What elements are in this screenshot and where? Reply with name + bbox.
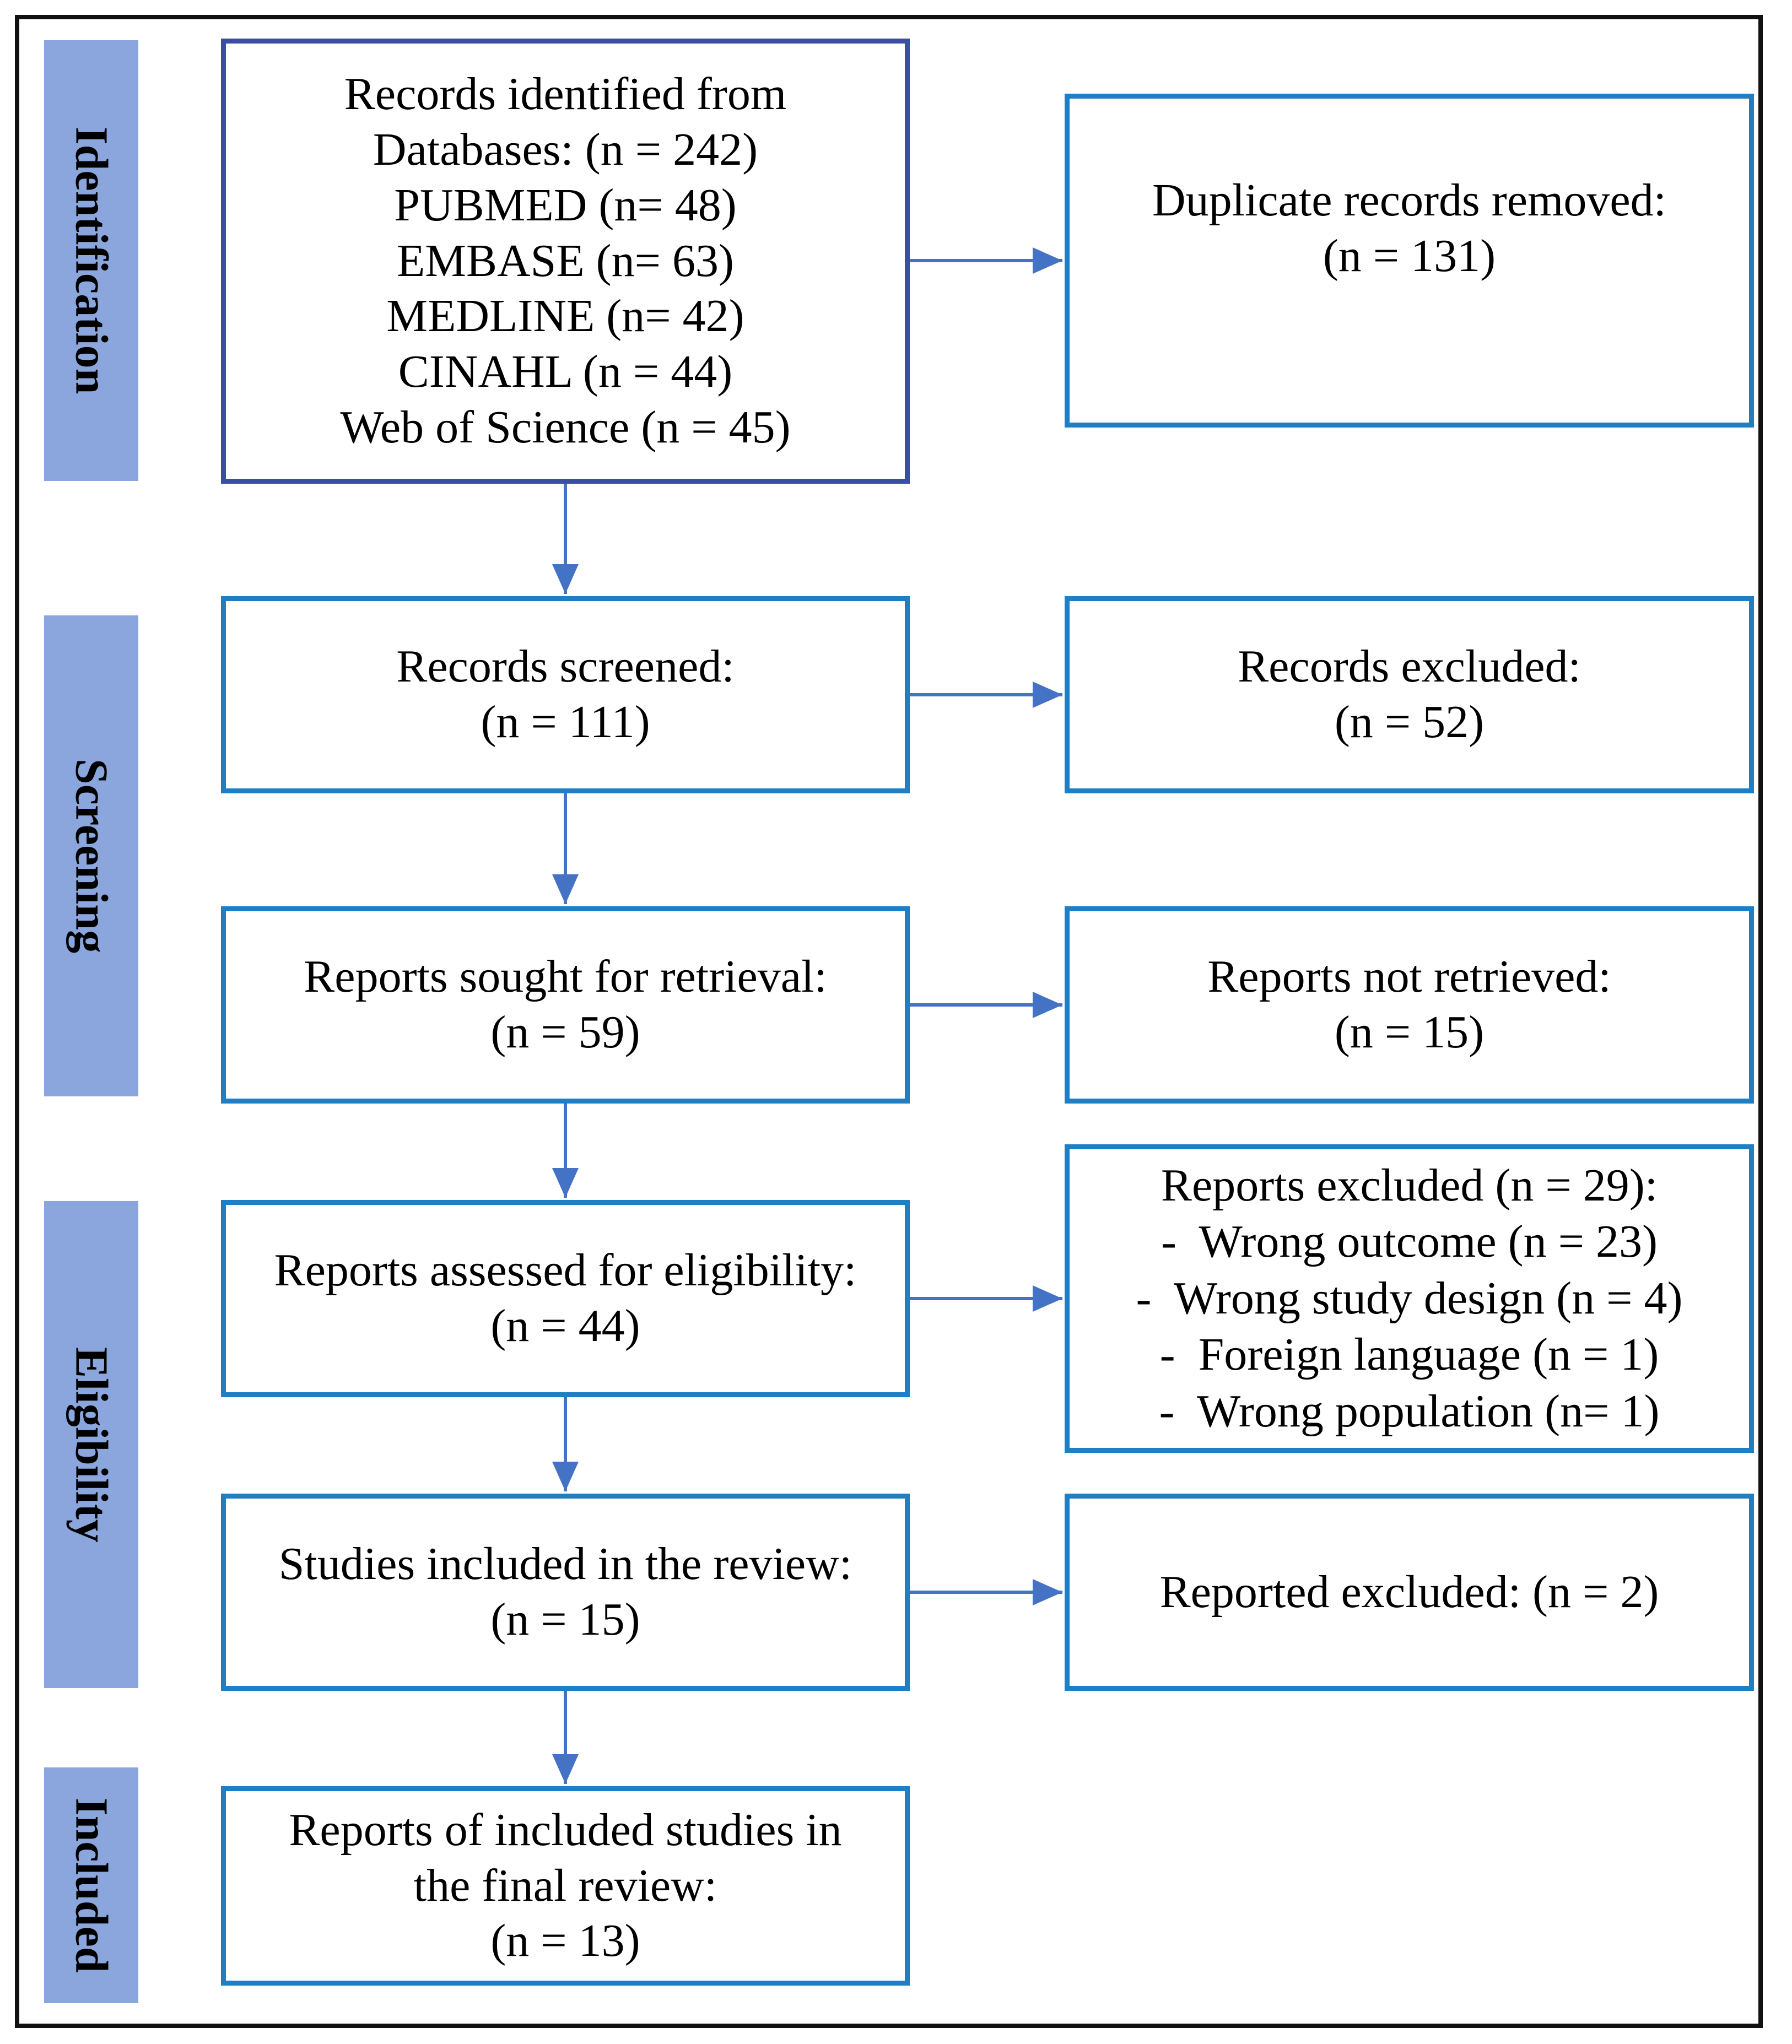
- reports-excluded-reason-2: - Wrong study design (n = 4): [1136, 1272, 1683, 1324]
- studies-included-box: Studies included in the review: (n = 15): [221, 1494, 910, 1691]
- records-identified-line-5: MEDLINE (n= 42): [386, 290, 744, 342]
- reported-excluded-label: Reported excluded: (n = 2): [1159, 1566, 1659, 1618]
- final-reports-line-2: the final review:: [413, 1859, 717, 1911]
- records-identified-line-6: CINAHL (n = 44): [398, 346, 733, 398]
- stage-included-label: Included: [66, 1798, 117, 1973]
- studies-included-label: Studies included in the review:: [278, 1538, 852, 1590]
- reports-excluded-heading: Reports excluded (n = 29):: [1161, 1159, 1658, 1211]
- records-excluded-count: (n = 52): [1334, 696, 1485, 748]
- stage-eligibility: Eligibility: [44, 1201, 138, 1688]
- records-identified-line-4: EMBASE (n= 63): [396, 235, 735, 286]
- reports-assessed-box: Reports assessed for eligibility: (n = 4…: [221, 1200, 910, 1397]
- studies-included-count: (n = 15): [490, 1594, 640, 1645]
- stage-identification-label: Identification: [66, 127, 117, 394]
- reports-excluded-reason-4: - Wrong population (n= 1): [1159, 1385, 1660, 1437]
- reports-assessed-count: (n = 44): [490, 1300, 640, 1351]
- records-identified-line-1: Records identified from: [344, 68, 787, 120]
- duplicates-removed-label: Duplicate records removed:: [1152, 175, 1666, 226]
- reports-sought-label: Reports sought for retrieval:: [304, 951, 827, 1003]
- duplicates-removed-count: (n = 131): [1323, 230, 1496, 282]
- final-reports-box: Reports of included studies in the final…: [221, 1786, 910, 1986]
- records-identified-box: Records identified from Databases: (n = …: [221, 39, 910, 484]
- stage-included: Included: [44, 1767, 138, 2003]
- reports-not-retrieved-box: Reports not retrieved: (n = 15): [1065, 906, 1754, 1104]
- final-reports-count: (n = 13): [490, 1915, 640, 1967]
- records-screened-label: Records screened:: [396, 641, 735, 693]
- stage-screening-label: Screening: [66, 758, 117, 954]
- stage-eligibility-label: Eligibility: [66, 1347, 117, 1543]
- reports-assessed-label: Reports assessed for eligibility:: [274, 1245, 857, 1296]
- records-excluded-label: Records excluded:: [1238, 641, 1581, 693]
- reports-excluded-box: Reports excluded (n = 29): - Wrong outco…: [1065, 1144, 1754, 1453]
- records-identified-line-7: Web of Science (n = 45): [340, 401, 791, 453]
- stage-screening: Screening: [44, 615, 138, 1096]
- reported-excluded-box: Reported excluded: (n = 2): [1065, 1494, 1754, 1691]
- reports-not-retrieved-count: (n = 15): [1334, 1007, 1485, 1058]
- duplicates-removed-box: Duplicate records removed: (n = 131): [1065, 94, 1754, 428]
- records-screened-count: (n = 111): [481, 696, 650, 748]
- stage-identification: Identification: [44, 40, 138, 481]
- records-excluded-box: Records excluded: (n = 52): [1065, 596, 1754, 793]
- records-screened-box: Records screened: (n = 111): [221, 596, 910, 793]
- reports-sought-count: (n = 59): [490, 1007, 640, 1058]
- reports-excluded-reason-3: - Foreign language (n = 1): [1159, 1329, 1659, 1381]
- reports-not-retrieved-label: Reports not retrieved:: [1207, 951, 1611, 1003]
- reports-sought-box: Reports sought for retrieval: (n = 59): [221, 906, 910, 1104]
- records-identified-line-2: Databases: (n = 242): [373, 124, 758, 175]
- records-identified-line-3: PUBMED (n= 48): [394, 179, 737, 231]
- final-reports-line-1: Reports of included studies in: [289, 1804, 842, 1856]
- reports-excluded-reason-1: - Wrong outcome (n = 23): [1161, 1216, 1658, 1268]
